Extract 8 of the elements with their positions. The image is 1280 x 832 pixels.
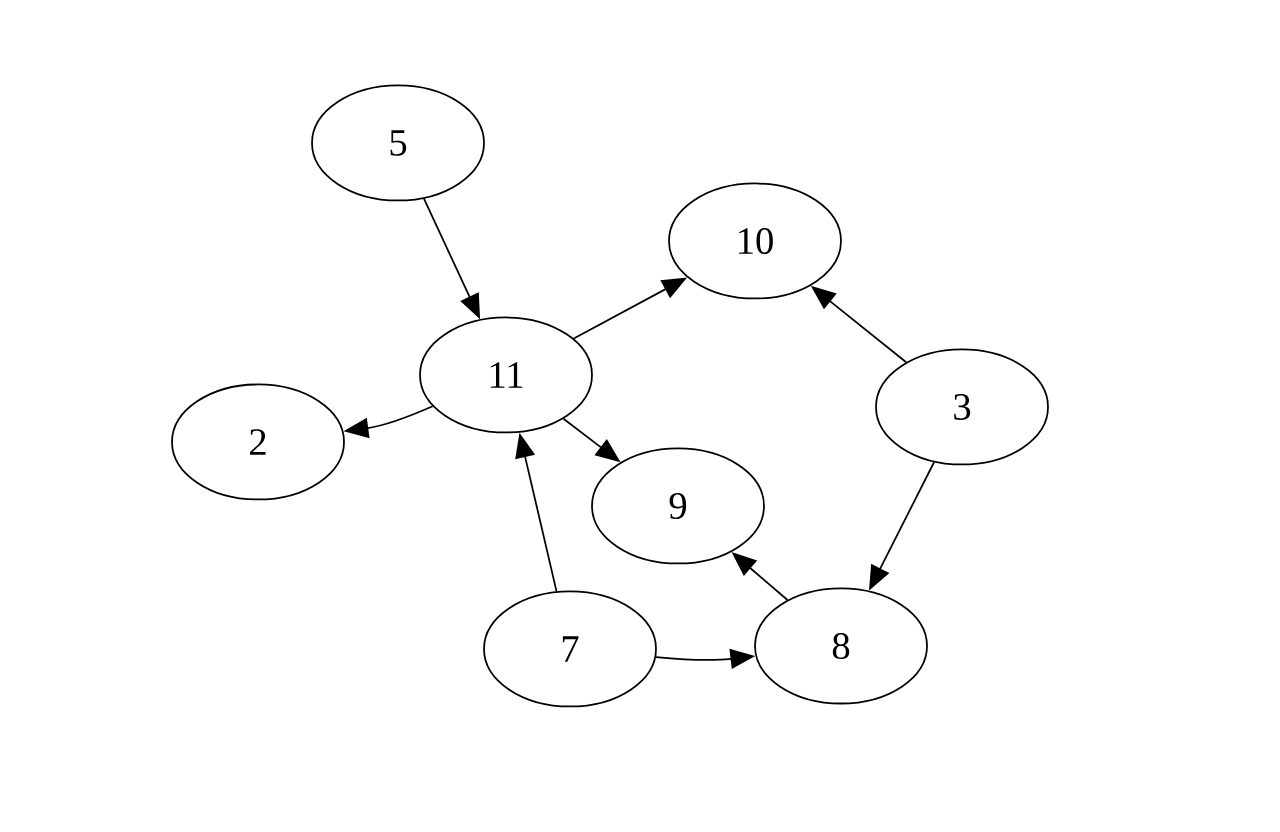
graph-node: 3 — [875, 348, 1049, 466]
graph-node: 11 — [419, 316, 593, 434]
graph-node: 10 — [668, 182, 842, 300]
graph-node: 8 — [754, 587, 928, 705]
graph-node: 9 — [591, 447, 765, 565]
graph-node: 5 — [311, 84, 485, 202]
graph-node: 7 — [483, 590, 657, 708]
graph-node: 2 — [171, 383, 345, 501]
